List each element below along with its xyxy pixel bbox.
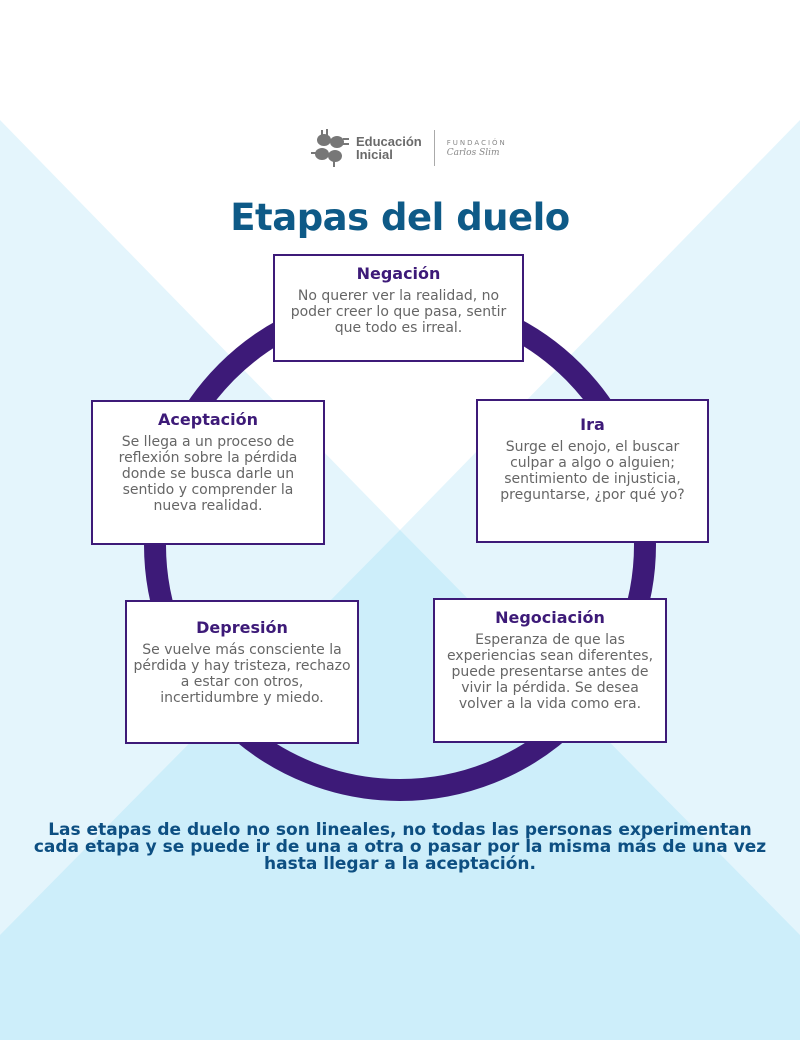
stage-description: Se vuelve más consciente la pérdida y ha… xyxy=(133,642,351,706)
stage-description: Se llega a un proceso de reflexión sobre… xyxy=(118,434,298,514)
stage-title: Aceptación xyxy=(158,410,258,429)
stage-description: No querer ver la realidad, no poder cree… xyxy=(290,288,507,336)
logo: Educación Inicial FUNDACIÓN Carlos Slim xyxy=(310,128,507,168)
stage-negociacion: Negociación Esperanza de que las experie… xyxy=(433,598,667,743)
stage-title: Depresión xyxy=(196,618,288,637)
stage-ira: Ira Surge el enojo, el buscar culpar a a… xyxy=(476,399,709,543)
stage-description: Esperanza de que las experiencias sean d… xyxy=(446,632,654,712)
logo-divider xyxy=(433,130,435,166)
page-title: Etapas del duelo xyxy=(230,196,570,239)
stage-depresion: Depresión Se vuelve más consciente la pé… xyxy=(125,600,359,744)
brand-line2: Inicial xyxy=(356,147,393,162)
footer-note: Las etapas de duelo no son lineales, no … xyxy=(33,820,767,874)
hands-icon xyxy=(311,129,349,167)
stage-title: Negociación xyxy=(495,608,605,627)
brand-line1: Educación xyxy=(356,134,422,149)
stage-title: Ira xyxy=(580,415,605,434)
stage-negacion: Negación No querer ver la realidad, no p… xyxy=(273,254,524,362)
stage-description: Surge el enojo, el buscar culpar a algo … xyxy=(500,439,685,503)
foundation-line2: Carlos Slim xyxy=(446,148,500,158)
stage-aceptacion: Aceptación Se llega a un proceso de refl… xyxy=(91,400,325,545)
stage-title: Negación xyxy=(356,264,441,283)
foundation-line1: FUNDACIÓN xyxy=(446,139,507,147)
